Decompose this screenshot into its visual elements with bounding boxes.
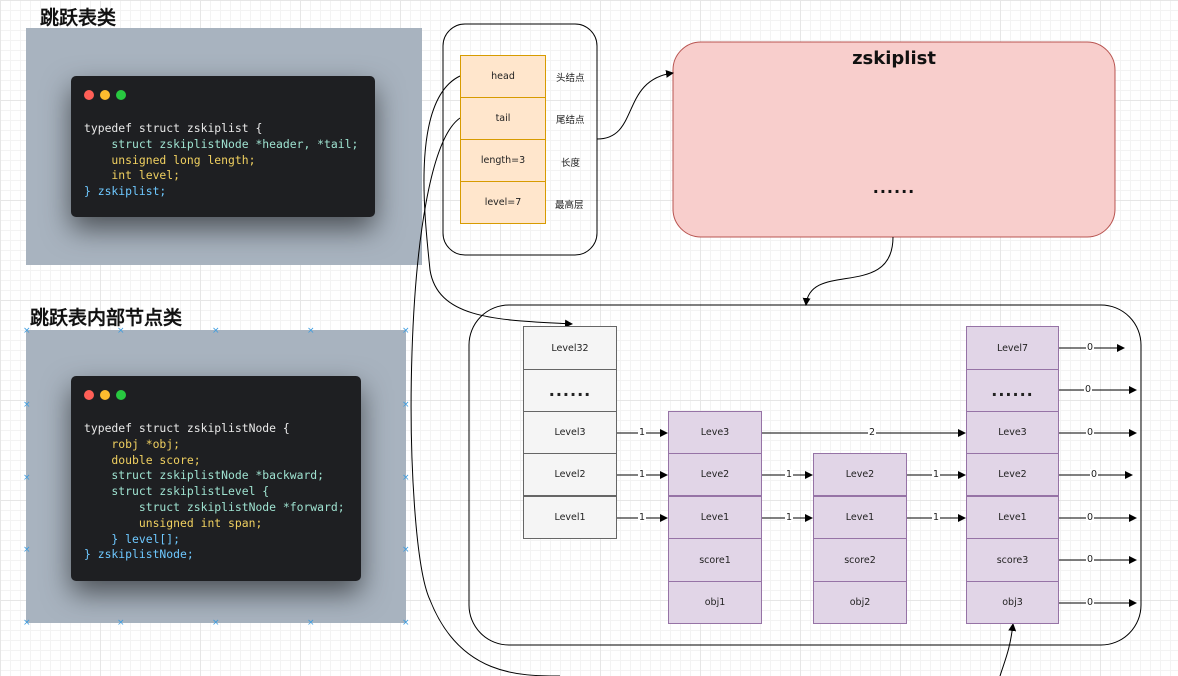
zskiplist-box[interactable]: [672, 41, 1116, 238]
field-length[interactable]: length=3: [460, 139, 546, 182]
tail-pointer-arrow-end: [999, 623, 1017, 676]
header-level3[interactable]: Level3: [523, 411, 617, 454]
code-line: struct zskiplistNode *header, *tail;: [84, 136, 359, 151]
node3-level2[interactable]: Leve2: [966, 453, 1059, 496]
span-label: 0: [1084, 384, 1093, 395]
node3-level3[interactable]: Leve3: [966, 411, 1059, 454]
node1-level3[interactable]: Leve3: [668, 411, 762, 454]
minimize-dot-icon: [100, 90, 110, 100]
span-label: 1: [785, 512, 794, 523]
field-head[interactable]: head: [460, 55, 546, 98]
field-desc-length: 长度: [561, 158, 581, 169]
field-desc-head: 头结点: [556, 73, 585, 84]
struct-to-zskiplist-arrow: [596, 69, 674, 140]
code-line: struct zskiplistLevel {: [84, 484, 270, 499]
selection-handle-icon[interactable]: ×: [307, 326, 315, 336]
code-panel-zskiplist: typedef struct zskiplist { struct zskipl…: [26, 28, 422, 265]
selection-handle-icon[interactable]: ×: [212, 618, 220, 628]
code-line: double score;: [84, 452, 201, 467]
selection-handle-icon[interactable]: ×: [23, 618, 31, 628]
code-line: struct zskiplistNode *forward;: [84, 499, 345, 514]
node3-score[interactable]: score3: [966, 538, 1059, 582]
code-zskiplistnode: typedef struct zskiplistNode { robj *obj…: [84, 421, 345, 563]
code-line: robj *obj;: [84, 436, 181, 451]
field-desc-tail: 尾结点: [556, 115, 585, 126]
node3-ellipsis[interactable]: ......: [966, 369, 1059, 412]
header-level32[interactable]: Level32: [523, 326, 617, 370]
span-label: 1: [638, 469, 647, 480]
node2-obj[interactable]: obj2: [813, 581, 907, 624]
selection-handle-icon[interactable]: ×: [307, 618, 315, 628]
selection-handle-icon[interactable]: ×: [402, 473, 410, 483]
heading-node-class: 跳跃表内部节点类: [30, 307, 183, 329]
field-level[interactable]: level=7: [460, 181, 546, 224]
window-controls: [84, 389, 132, 403]
zskiplist-to-nodes-arrow: [802, 236, 894, 306]
node3-obj[interactable]: obj3: [966, 581, 1059, 624]
span-label: 0: [1086, 342, 1095, 353]
header-level2[interactable]: Level2: [523, 453, 617, 496]
code-line: unsigned int span;: [84, 515, 263, 530]
code-line: } zskiplist;: [84, 184, 167, 199]
close-dot-icon: [84, 390, 94, 400]
maximize-dot-icon: [116, 390, 126, 400]
code-line: typedef struct zskiplistNode {: [84, 421, 290, 435]
tail-pointer-arrow: [410, 117, 561, 676]
span-label: 1: [932, 469, 941, 480]
span-label: 0: [1086, 597, 1095, 608]
span-label: 0: [1090, 469, 1099, 480]
selection-handle-icon[interactable]: ×: [23, 400, 31, 410]
node2-level1[interactable]: Leve1: [813, 496, 907, 539]
span-label: 0: [1086, 427, 1095, 438]
selection-handle-icon[interactable]: ×: [402, 618, 410, 628]
code-line: struct zskiplistNode *backward;: [84, 468, 325, 483]
span-label: 2: [868, 427, 877, 438]
code-line: int level;: [84, 168, 181, 183]
node2-score[interactable]: score2: [813, 538, 907, 582]
field-desc-level: 最高层: [555, 200, 584, 211]
span-label: 0: [1086, 554, 1095, 565]
minimize-dot-icon: [100, 390, 110, 400]
zskiplist-title: zskiplist: [852, 48, 936, 69]
header-level1[interactable]: Level1: [523, 496, 617, 539]
node1-level1[interactable]: Leve1: [668, 496, 762, 539]
zskiplist-ellipsis: ......: [872, 178, 916, 197]
selection-handle-icon[interactable]: ×: [23, 473, 31, 483]
selection-handle-icon[interactable]: ×: [402, 545, 410, 555]
node3-level7[interactable]: Level7: [966, 326, 1059, 370]
maximize-dot-icon: [116, 90, 126, 100]
selection-handle-icon[interactable]: ×: [402, 400, 410, 410]
code-panel-zskiplistnode: typedef struct zskiplistNode { robj *obj…: [26, 330, 406, 623]
code-zskiplist: typedef struct zskiplist { struct zskipl…: [84, 121, 358, 200]
node2-level2[interactable]: Leve2: [813, 453, 907, 496]
code-line: typedef struct zskiplist {: [84, 121, 263, 135]
close-dot-icon: [84, 90, 94, 100]
span-label: 1: [638, 427, 647, 438]
node1-obj[interactable]: obj1: [668, 581, 762, 624]
selection-handle-icon[interactable]: ×: [117, 326, 125, 336]
selection-handle-icon[interactable]: ×: [23, 326, 31, 336]
code-line: unsigned long length;: [84, 152, 256, 167]
node3-level1[interactable]: Leve1: [966, 496, 1059, 539]
selection-handle-icon[interactable]: ×: [23, 545, 31, 555]
code-window-zskiplistnode: typedef struct zskiplistNode { robj *obj…: [71, 376, 361, 581]
heading-skiplist-class: 跳跃表类: [40, 7, 117, 29]
field-tail[interactable]: tail: [460, 97, 546, 140]
span-label: 0: [1086, 512, 1095, 523]
header-ellipsis[interactable]: ......: [523, 369, 617, 412]
span-label: 1: [638, 512, 647, 523]
selection-handle-icon[interactable]: ×: [212, 326, 220, 336]
head-pointer-arrow: [423, 75, 573, 328]
selection-handle-icon[interactable]: ×: [117, 618, 125, 628]
code-line: } level[];: [84, 531, 181, 546]
span-label: 1: [932, 512, 941, 523]
node1-score[interactable]: score1: [668, 538, 762, 582]
selection-handle-icon[interactable]: ×: [402, 326, 410, 336]
node1-level2[interactable]: Leve2: [668, 453, 762, 496]
span-label: 1: [785, 469, 794, 480]
code-window-zskiplist: typedef struct zskiplist { struct zskipl…: [71, 76, 375, 217]
window-controls: [84, 89, 132, 103]
code-line: } zskiplistNode;: [84, 547, 194, 562]
